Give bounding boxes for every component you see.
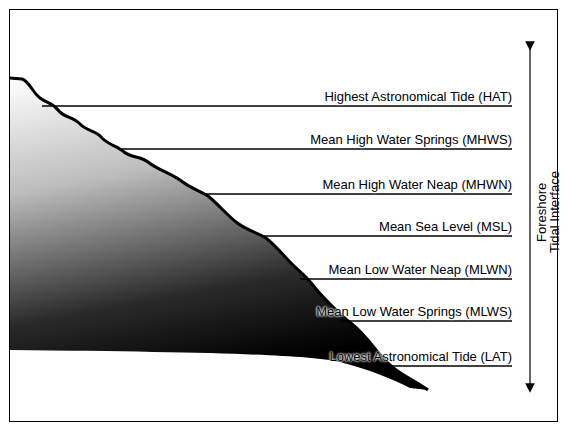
tide-level-label: Mean Sea Level (MSL) (379, 219, 512, 234)
frame (10, 10, 558, 422)
zone-label: Tidal Interface (547, 171, 562, 253)
tide-level-label: Highest Astronomical Tide (HAT) (324, 89, 512, 104)
zone-label: Foreshore (534, 182, 549, 241)
tide-level-label: Lowest Astronomical Tide (LAT) (329, 349, 512, 364)
tide-level-label: Mean Low Water Springs (MLWS) (316, 304, 512, 319)
shore-profile (10, 78, 428, 390)
tide-level-label: Mean High Water Neap (MHWN) (322, 177, 512, 192)
tide-level-label: Mean High Water Springs (MHWS) (310, 132, 512, 147)
tide-level-lines (42, 106, 512, 366)
range-arrow (529, 46, 530, 388)
tide-level-label: Mean Low Water Neap (MLWN) (329, 262, 513, 277)
coastline (10, 78, 428, 390)
